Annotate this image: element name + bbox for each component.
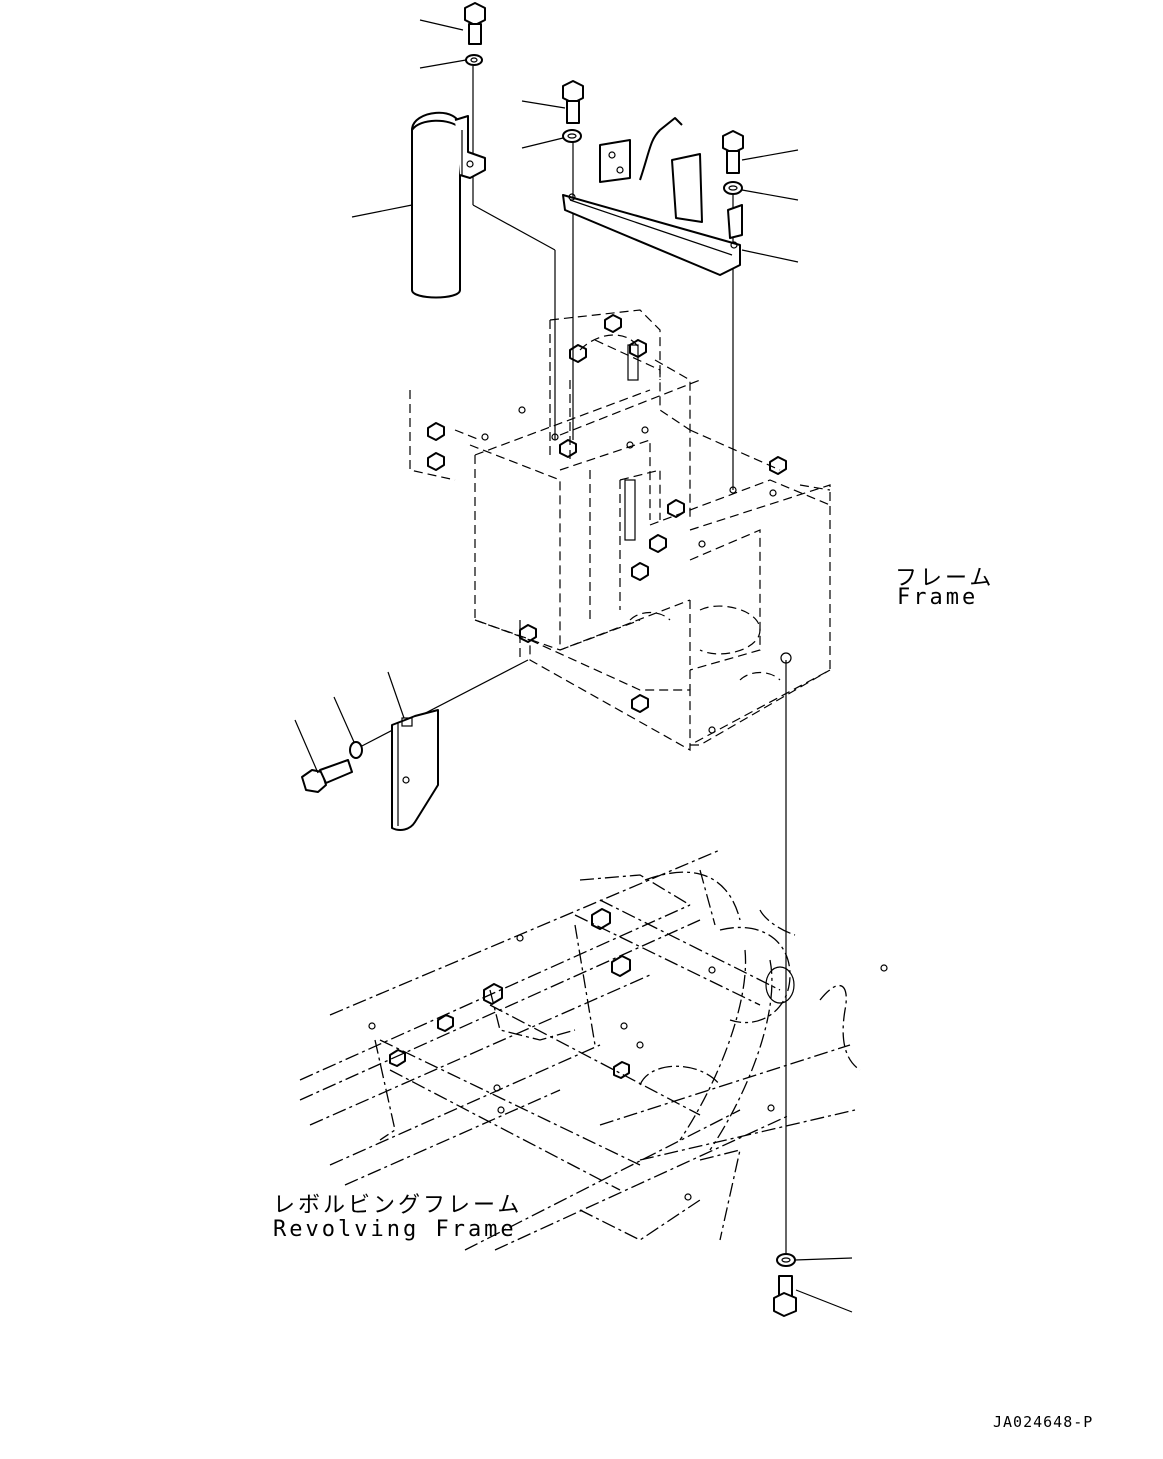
bolt-bottom-right — [773, 1253, 797, 1317]
revolving-frame-label-en: Revolving Frame — [273, 1217, 517, 1242]
assembly-lines — [357, 66, 787, 1258]
bolt-top-left — [464, 2, 486, 66]
leader-lines — [294, 19, 853, 1313]
frame-outline — [409, 309, 831, 752]
bracket — [562, 117, 743, 276]
revolving-frame-outline — [299, 849, 888, 1251]
bolt-top-middle — [562, 80, 584, 143]
side-plate — [391, 709, 439, 831]
frame-label-jp: フレーム — [895, 566, 995, 591]
pipe-cover — [411, 111, 486, 299]
drawing-code: JA024648-P — [993, 1413, 1094, 1431]
bolt-left — [301, 741, 363, 793]
revolving-frame-label-jp: レボルビングフレーム — [273, 1193, 523, 1218]
bolt-top-right — [722, 130, 744, 195]
frame-label-en: Frame — [897, 585, 979, 610]
